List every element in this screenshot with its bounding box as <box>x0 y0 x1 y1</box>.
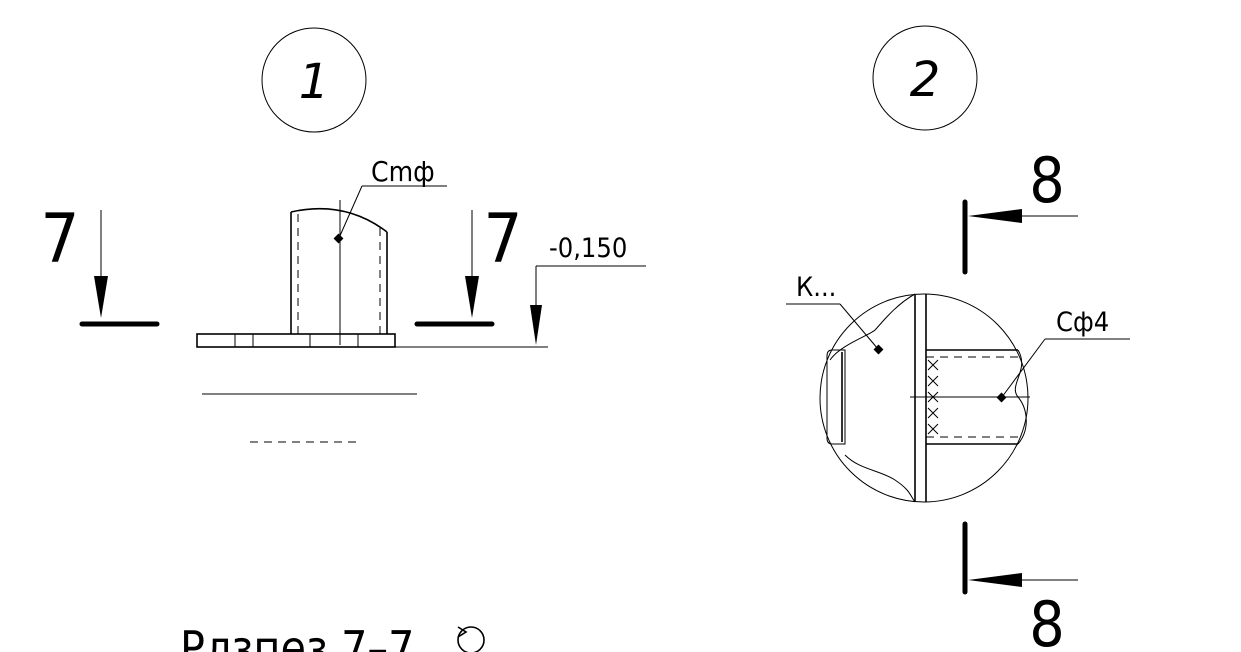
leader-cmf-label: Cmф <box>371 155 435 188</box>
section-arrow-right-head <box>465 276 479 318</box>
base-plate-outline <box>196 333 396 348</box>
break-line-upper <box>829 293 916 361</box>
weld-symbols <box>927 359 939 435</box>
column-break-curve <box>290 207 388 233</box>
base-plate <box>196 333 396 348</box>
detail-1: 1 7 7 <box>41 27 646 443</box>
weld-cross <box>927 359 939 371</box>
detail-1-callout: 1 <box>261 27 367 133</box>
column-post <box>290 200 388 345</box>
rotation-icon <box>457 626 485 652</box>
leader-cmf: Cmф <box>333 155 447 244</box>
beam-break-line <box>1014 349 1027 445</box>
elevation-arrow-head <box>530 305 542 345</box>
section-title: Рлзпез 7–7 <box>180 621 414 652</box>
section-mark-top: 8 <box>962 144 1078 275</box>
section-mark-top-label: 8 <box>1029 144 1064 217</box>
weld-cross <box>927 375 939 387</box>
leader-cmf-line <box>338 185 363 239</box>
leader-sf4-marker <box>996 392 1007 403</box>
detail-2-callout: 2 <box>872 25 978 131</box>
elevation-mark: -0,150 <box>395 233 646 348</box>
detail-2-view-circle <box>819 293 1029 503</box>
leader-sf4-label: Сф4 <box>1056 307 1109 338</box>
detail-1-number: 1 <box>299 54 330 110</box>
section-arrow-left-head <box>94 276 108 318</box>
section-title-group: Рлзпез 7–7 <box>180 621 485 652</box>
elevation-label: -0,150 <box>549 233 627 264</box>
leader-sf4: Сф4 <box>996 307 1130 403</box>
rotation-icon-arrow <box>457 626 468 638</box>
leader-cmf-marker <box>333 233 344 244</box>
leader-sf4-line <box>1001 338 1046 398</box>
detail-1-circle <box>261 27 367 133</box>
detail-2-circle <box>872 25 978 131</box>
section-mark-left-label: 7 <box>41 200 80 279</box>
section-mark-bottom-label: 8 <box>1029 588 1064 652</box>
leader-k: К... <box>786 272 884 355</box>
section-arrow-top-head <box>968 209 1022 223</box>
bracket-outline <box>826 349 846 445</box>
leader-k-label: К... <box>796 272 836 303</box>
detail-2-view <box>819 293 1030 503</box>
weld-cross <box>927 423 939 435</box>
detail-2-number: 2 <box>910 52 941 108</box>
section-mark-right: 7 <box>414 200 523 327</box>
leader-k-line <box>839 303 879 350</box>
section-mark-right-label: 7 <box>484 200 523 279</box>
rotation-icon-circle <box>457 626 485 652</box>
detail-2: 2 8 8 <box>786 25 1130 652</box>
weld-cross <box>927 391 939 403</box>
section-mark-left: 7 <box>41 200 160 327</box>
section-mark-bottom: 8 <box>962 521 1078 652</box>
break-line-lower <box>844 454 916 503</box>
weld-cross <box>927 407 939 419</box>
section-arrow-bottom-head <box>968 573 1022 587</box>
